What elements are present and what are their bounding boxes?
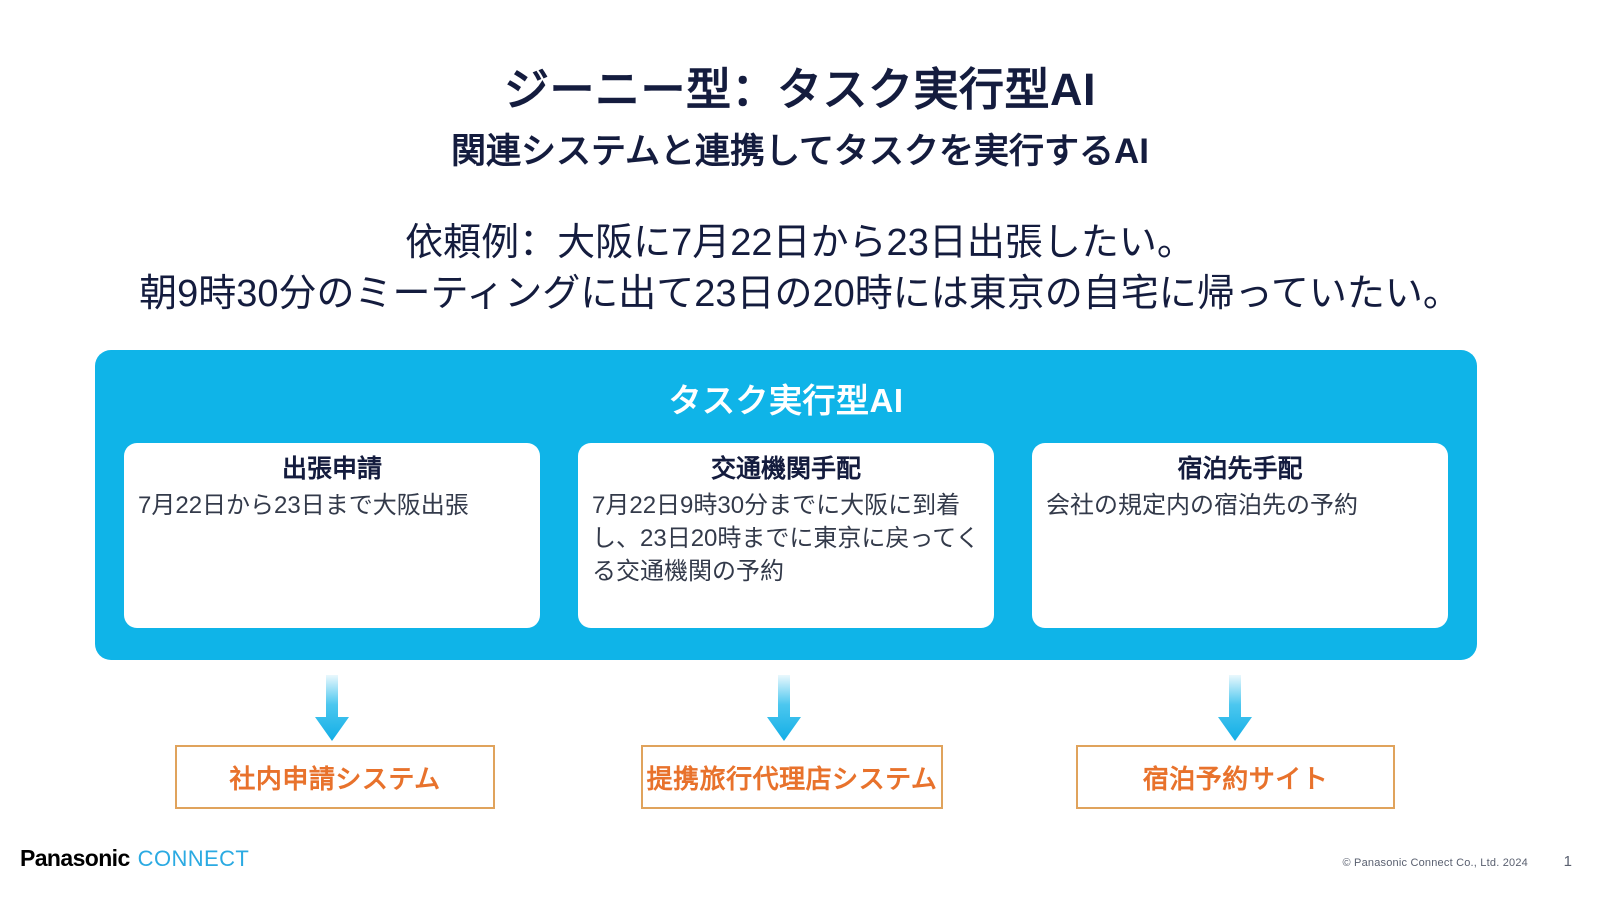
page-number: 1: [1563, 853, 1572, 870]
task-ai-panel: タスク実行型AI 出張申請 7月22日から23日まで大阪出張 交通機関手配 7月…: [95, 350, 1477, 660]
task-card-list: 出張申請 7月22日から23日まで大阪出張 交通機関手配 7月22日9時30分ま…: [124, 443, 1448, 628]
task-card: 出張申請 7月22日から23日まで大阪出張: [124, 443, 540, 628]
down-arrow-icon: [314, 675, 350, 741]
task-card: 交通機関手配 7月22日9時30分までに大阪に到着し、23日20時までに東京に戻…: [578, 443, 994, 628]
external-system-box[interactable]: 提携旅行代理店システム: [641, 745, 943, 809]
external-system-label: 宿泊予約サイト: [1142, 763, 1329, 794]
external-system-label: 社内申請システム: [229, 763, 441, 794]
task-card-body: 7月22日から23日まで大阪出張: [138, 491, 469, 519]
logo-panasonic-wordmark: Panasonic: [20, 845, 130, 871]
task-card: 宿泊先手配 会社の規定内の宿泊先の予約: [1032, 443, 1448, 628]
external-system-label: 提携旅行代理店システム: [646, 763, 938, 794]
page-subtitle: 関連システムと連携してタスクを実行するAI: [451, 132, 1149, 171]
request-example: 依頼例：大阪に7月22日から23日出張したい。 朝9時30分のミーティングに出て…: [0, 218, 1600, 321]
task-ai-panel-heading: タスク実行型AI: [668, 382, 904, 419]
down-arrow-icon: [1217, 675, 1253, 741]
request-example-line-1: 依頼例：大阪に7月22日から23日出張したい。: [405, 222, 1195, 264]
task-card-title: 交通機関手配: [710, 455, 861, 483]
down-arrow-icon: [766, 675, 802, 741]
task-card-title: 宿泊先手配: [1177, 455, 1303, 483]
external-system-box[interactable]: 宿泊予約サイト: [1076, 745, 1395, 809]
task-card-body: 会社の規定内の宿泊先の予約: [1046, 491, 1358, 519]
task-card-title: 出張申請: [281, 455, 382, 483]
request-example-line-2: 朝9時30分のミーティングに出て23日の20時には東京の自宅に帰っていたい。: [139, 273, 1461, 316]
logo-connect-wordmark: CONNECT: [137, 846, 250, 871]
panasonic-connect-logo: Panasonic CONNECT: [20, 845, 249, 872]
external-system-box[interactable]: 社内申請システム: [175, 745, 495, 809]
copyright-notice: © Panasonic Connect Co., Ltd. 2024: [1342, 857, 1528, 869]
task-card-body: 7月22日9時30分までに大阪に到着し、23日20時までに東京に戻ってくる交通機…: [592, 491, 980, 585]
page-title: ジーニー型：タスク実行型AI: [503, 64, 1096, 115]
